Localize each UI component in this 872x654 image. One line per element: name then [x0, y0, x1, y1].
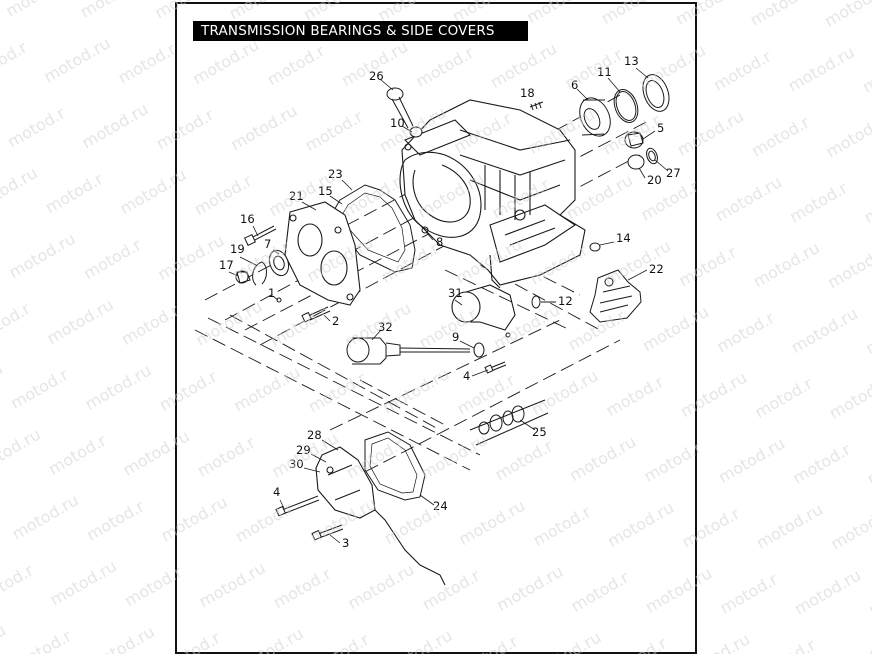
callout-24: 24: [433, 499, 448, 513]
callout-28: 28: [307, 428, 322, 442]
bearing-cover-21: [284, 201, 361, 306]
callout-12: 12: [558, 294, 573, 308]
callout-7: 7: [264, 237, 271, 251]
screw-18: [529, 101, 544, 111]
callout-19: 19: [230, 242, 245, 256]
transmission-case: [399, 99, 586, 289]
callout-10: 10: [390, 116, 405, 130]
callout-30: 30: [289, 457, 304, 471]
retaining-ring-19: [252, 261, 267, 286]
callout-4-upper: 4: [463, 369, 470, 383]
callout-20: 20: [647, 173, 662, 187]
callout-15: 15: [318, 184, 333, 198]
plug-14: [589, 242, 601, 252]
callout-4-lower: 4: [273, 485, 280, 499]
callout-23: 23: [328, 167, 343, 181]
callout-17: 17: [219, 258, 234, 272]
side-cover-28: [315, 446, 446, 586]
bolt-3: [311, 524, 344, 541]
callout-5: 5: [657, 121, 664, 135]
bushing-5: [624, 131, 644, 149]
seal-27: [646, 147, 658, 165]
bolt-4-upper: [484, 361, 507, 374]
callout-29: 29: [296, 443, 311, 457]
callout-32: 32: [378, 320, 393, 334]
cover-22: [589, 269, 642, 323]
callout-13: 13: [624, 54, 639, 68]
callout-18: 18: [520, 86, 535, 100]
callout-9: 9: [452, 330, 459, 344]
callout-21: 21: [289, 189, 304, 203]
callout-27: 27: [666, 166, 681, 180]
callout-1: 1: [268, 286, 275, 300]
callout-2: 2: [332, 314, 339, 328]
callout-25: 25: [532, 425, 547, 439]
callout-14: 14: [616, 231, 631, 245]
callout-11: 11: [597, 65, 612, 79]
callout-8: 8: [436, 235, 443, 249]
callout-3: 3: [342, 536, 349, 550]
callout-22: 22: [649, 262, 664, 276]
seal-13: [642, 74, 670, 112]
bolt-4-lower: [275, 495, 320, 517]
nut-17: [235, 270, 251, 284]
title-bar: TRANSMISSION BEARINGS & SIDE COVERS: [193, 21, 528, 41]
bearing-20: [627, 154, 645, 170]
retaining-ring-11: [613, 89, 639, 123]
callout-31: 31: [448, 286, 463, 300]
callout-16: 16: [240, 212, 255, 226]
o-ring-12: [531, 295, 541, 309]
callout-26: 26: [369, 69, 384, 83]
callout-6: 6: [571, 78, 578, 92]
page-title: TRANSMISSION BEARINGS & SIDE COVERS: [201, 23, 495, 39]
o-ring-9: [473, 342, 485, 358]
